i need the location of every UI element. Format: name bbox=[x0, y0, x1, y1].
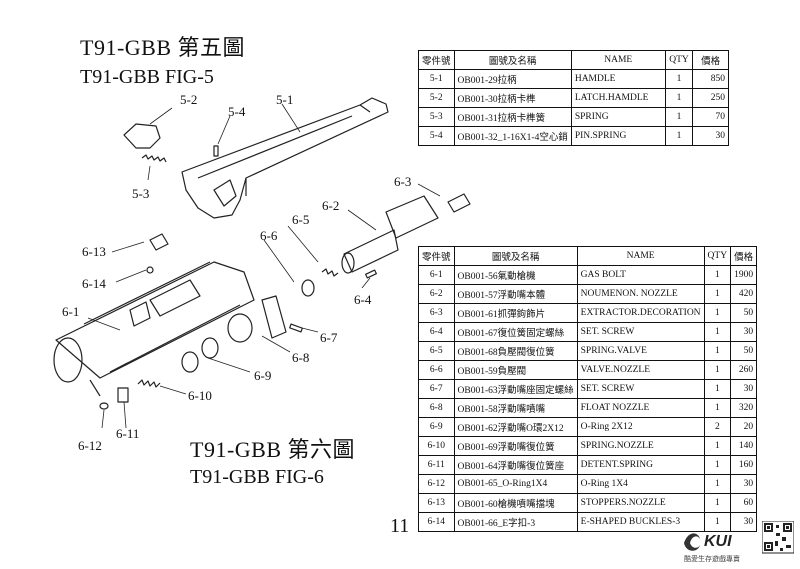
price-cell: 70 bbox=[692, 107, 729, 127]
gas-bolt-part bbox=[53, 261, 255, 397]
callout-6-14: 6-14 bbox=[82, 276, 106, 291]
callout-6-12: 6-12 bbox=[78, 438, 102, 453]
callout-6-1: 6-1 bbox=[62, 304, 80, 319]
extractor-part bbox=[447, 193, 471, 213]
callout-5-2: 5-2 bbox=[180, 92, 198, 107]
drawing-name-cell: OB001-66_E字扣-3 bbox=[453, 512, 578, 532]
nozzle-screw-part bbox=[289, 323, 303, 333]
set-screw-part bbox=[365, 269, 377, 279]
callout-6-4: 6-4 bbox=[354, 292, 372, 307]
valve-spring-part bbox=[321, 268, 339, 277]
part-no-cell: 5-4 bbox=[418, 126, 455, 146]
leader-lines bbox=[87, 103, 441, 429]
drawing-name-cell: OB001-32_1-16X1-4空心銷 bbox=[453, 126, 572, 146]
fig5-title-en: T91-GBB FIG-5 bbox=[80, 66, 214, 88]
fig5-title-cn: T91-GBB 第五圖 bbox=[80, 35, 246, 60]
small-o-ring-part bbox=[99, 402, 109, 410]
callout-6-13: 6-13 bbox=[82, 244, 106, 259]
price-cell: 30 bbox=[730, 512, 758, 532]
callout-6-10: 6-10 bbox=[188, 388, 212, 403]
price-cell: 30 bbox=[692, 126, 729, 146]
callout-6-8: 6-8 bbox=[292, 350, 310, 365]
table-header-row: 零件號 圖號及名稱 NAME QTY 價格 bbox=[418, 246, 758, 266]
callout-6-3: 6-3 bbox=[394, 174, 412, 189]
o-ring-part bbox=[201, 337, 219, 359]
price-cell: 30 bbox=[730, 322, 758, 342]
callout-6-7: 6-7 bbox=[320, 330, 338, 345]
fig6-title-cn: T91-GBB 第六圖 bbox=[190, 437, 356, 462]
nozzle-body-part bbox=[341, 195, 439, 274]
nozzle-stopper-part bbox=[149, 233, 169, 251]
page-number: 11 bbox=[390, 515, 410, 537]
spring-pin-part bbox=[213, 145, 219, 157]
qr-code-icon bbox=[761, 520, 795, 557]
detent-part bbox=[117, 387, 129, 403]
logo-text: KUI bbox=[704, 533, 732, 550]
callout-6-2: 6-2 bbox=[322, 198, 340, 213]
callout-5-1: 5-1 bbox=[276, 92, 294, 107]
float-nozzle-part bbox=[227, 295, 287, 343]
name-cell: E-SHAPED BUCKLES-3 bbox=[576, 512, 705, 532]
latch-part bbox=[123, 123, 161, 149]
fig6-title-en: T91-GBB FIG-6 bbox=[190, 466, 324, 488]
brand-logo: KUI 酷愛生存遊戲專賣 bbox=[682, 525, 754, 565]
callout-5-3: 5-3 bbox=[132, 186, 150, 201]
name-cell: PIN.SPRING bbox=[570, 126, 666, 146]
callout-6-6: 6-6 bbox=[260, 228, 278, 243]
latch-spring-part bbox=[141, 154, 167, 163]
valve-part bbox=[301, 279, 315, 297]
callout-6-9: 6-9 bbox=[254, 368, 272, 383]
callout-5-4: 5-4 bbox=[228, 104, 246, 119]
nozzle-spring-part bbox=[137, 379, 161, 388]
charging-handle-part bbox=[181, 97, 389, 219]
callout-6-11: 6-11 bbox=[116, 426, 140, 441]
drawing-name-cell: OB001-67復位簧固定螺絲 bbox=[453, 322, 578, 342]
logo-tagline: 酷愛生存遊戲專賣 bbox=[684, 554, 740, 563]
o-ring-part bbox=[181, 351, 199, 373]
callout-6-5: 6-5 bbox=[292, 212, 310, 227]
e-clip-part bbox=[146, 266, 154, 274]
